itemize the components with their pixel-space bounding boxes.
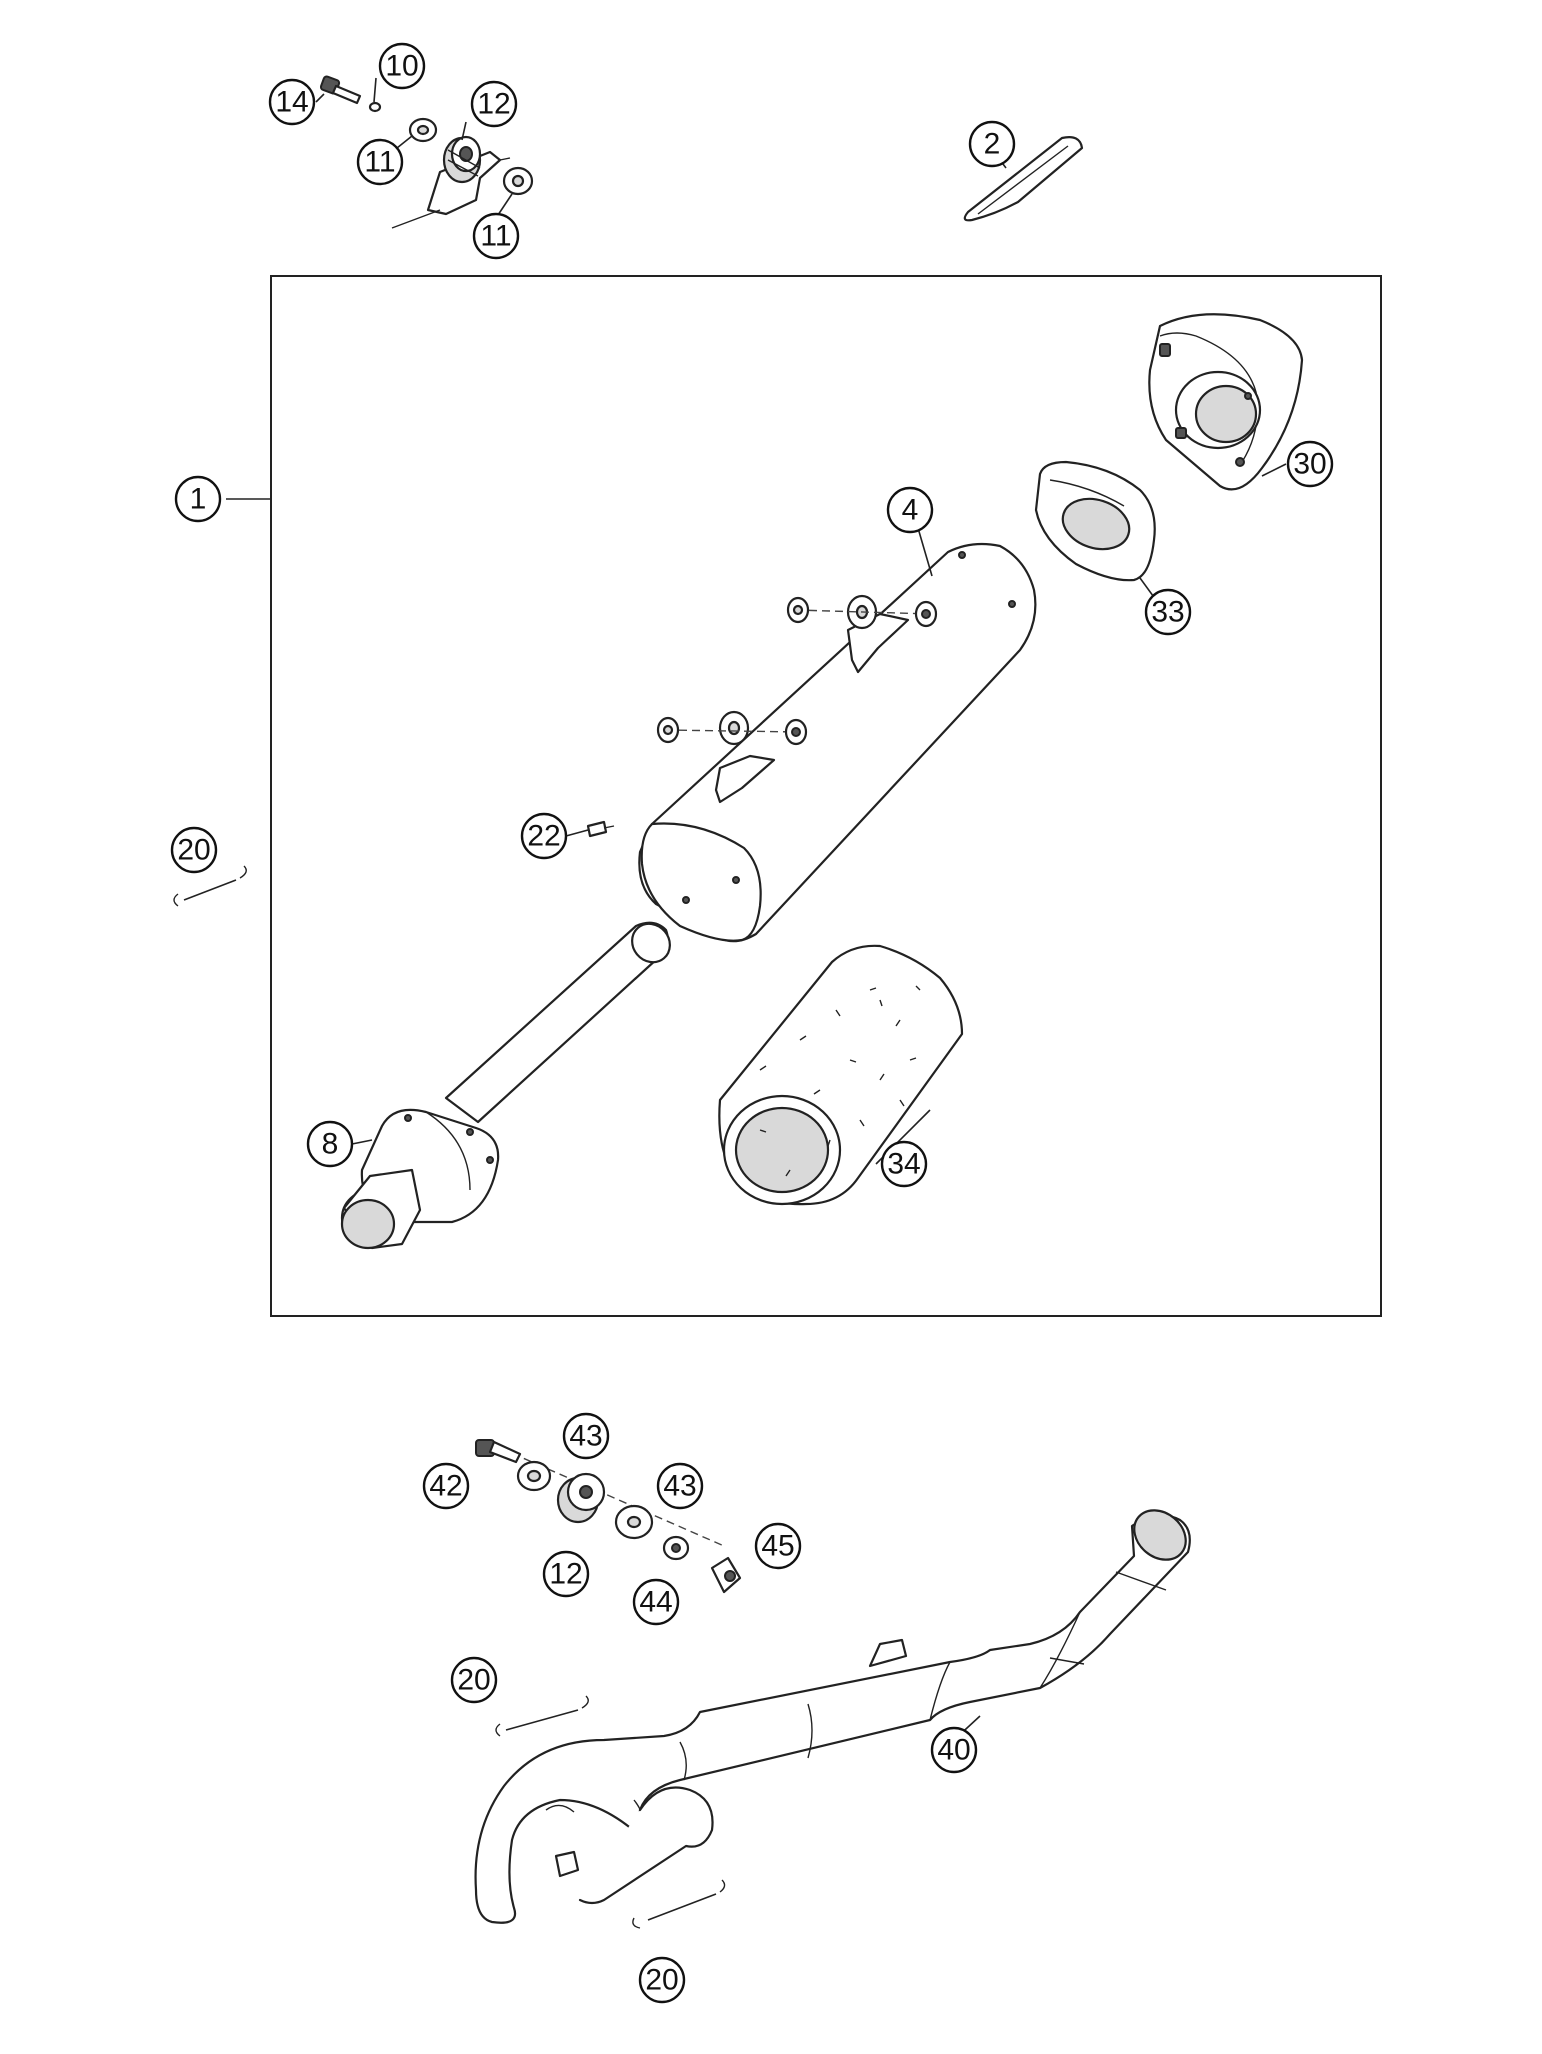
header-pipe-40-icon bbox=[474, 1509, 1191, 1924]
callout-11b: 11 bbox=[472, 212, 520, 260]
washer-43b-icon bbox=[614, 1504, 654, 1540]
svg-text:30: 30 bbox=[1293, 448, 1326, 481]
svg-text:43: 43 bbox=[569, 1420, 602, 1453]
svg-text:12: 12 bbox=[477, 88, 510, 121]
callout-11: 11 bbox=[356, 138, 404, 186]
callout-22: 22 bbox=[520, 812, 568, 860]
grommet-12b-icon bbox=[556, 1472, 606, 1524]
callout-34: 34 bbox=[880, 1140, 928, 1188]
svg-text:20: 20 bbox=[177, 834, 210, 867]
svg-text:14: 14 bbox=[275, 86, 308, 119]
svg-text:22: 22 bbox=[527, 820, 560, 853]
svg-text:33: 33 bbox=[1151, 596, 1184, 629]
silencer-assembly-frame bbox=[270, 275, 1382, 1317]
svg-text:45: 45 bbox=[761, 1530, 794, 1563]
svg-text:20: 20 bbox=[645, 1964, 678, 1997]
svg-text:1: 1 bbox=[190, 483, 207, 516]
svg-text:8: 8 bbox=[322, 1128, 339, 1161]
washer-11b-icon bbox=[502, 166, 534, 196]
svg-text:40: 40 bbox=[937, 1734, 970, 1767]
silencer-body-4-icon bbox=[638, 542, 1037, 943]
svg-text:10: 10 bbox=[385, 50, 418, 83]
callout-43: 43 bbox=[562, 1412, 610, 1460]
callout-12b: 12 bbox=[542, 1550, 590, 1598]
grommet-12-icon bbox=[442, 135, 482, 184]
callout-43b: 43 bbox=[656, 1462, 704, 1510]
svg-text:11: 11 bbox=[480, 220, 511, 253]
callout-10: 10 bbox=[378, 42, 426, 90]
callout-33: 33 bbox=[1144, 588, 1192, 636]
callout-4: 4 bbox=[886, 486, 934, 534]
spring-20c-icon bbox=[632, 1879, 726, 1929]
svg-text:43: 43 bbox=[663, 1470, 696, 1503]
packing-34-icon bbox=[718, 944, 964, 1206]
svg-text:2: 2 bbox=[984, 128, 1001, 161]
washer-44-icon bbox=[662, 1535, 690, 1561]
collar-43-icon bbox=[516, 1460, 552, 1492]
bolt-14-icon bbox=[319, 75, 362, 105]
callout-8: 8 bbox=[306, 1120, 354, 1168]
callout-14: 14 bbox=[268, 78, 316, 126]
inlet-pipe-8-icon bbox=[340, 921, 671, 1250]
washer-11-icon bbox=[408, 117, 438, 143]
mount-bracket-group bbox=[319, 75, 534, 229]
end-cap-30-icon bbox=[1148, 313, 1304, 491]
insert-33-icon bbox=[1034, 460, 1156, 582]
svg-text:4: 4 bbox=[902, 494, 919, 527]
callout-12: 12 bbox=[470, 80, 518, 128]
svg-text:11: 11 bbox=[364, 146, 395, 179]
screw-22-icon bbox=[586, 820, 615, 838]
callout-42: 42 bbox=[422, 1462, 470, 1510]
mount-washers-icon bbox=[656, 596, 938, 746]
callout-40: 40 bbox=[930, 1726, 978, 1774]
callout-20c: 20 bbox=[638, 1956, 686, 2004]
svg-text:44: 44 bbox=[639, 1586, 672, 1619]
svg-text:42: 42 bbox=[429, 1470, 462, 1503]
svg-text:34: 34 bbox=[887, 1148, 920, 1181]
spring-20b-icon bbox=[495, 1695, 589, 1737]
o-ring-10-icon bbox=[368, 101, 382, 113]
spring-20a-icon bbox=[173, 865, 247, 907]
svg-text:12: 12 bbox=[549, 1558, 582, 1591]
callout-20a: 20 bbox=[170, 826, 218, 874]
bolt-42-icon bbox=[475, 1439, 522, 1464]
svg-text:20: 20 bbox=[457, 1664, 490, 1697]
callout-2: 2 bbox=[968, 120, 1016, 168]
callout-45: 45 bbox=[754, 1522, 802, 1570]
callout-30: 30 bbox=[1286, 440, 1334, 488]
nut-45-icon bbox=[710, 1556, 742, 1594]
callout-44: 44 bbox=[632, 1578, 680, 1626]
callout-1: 1 bbox=[174, 475, 222, 523]
callout-20b: 20 bbox=[450, 1656, 498, 1704]
